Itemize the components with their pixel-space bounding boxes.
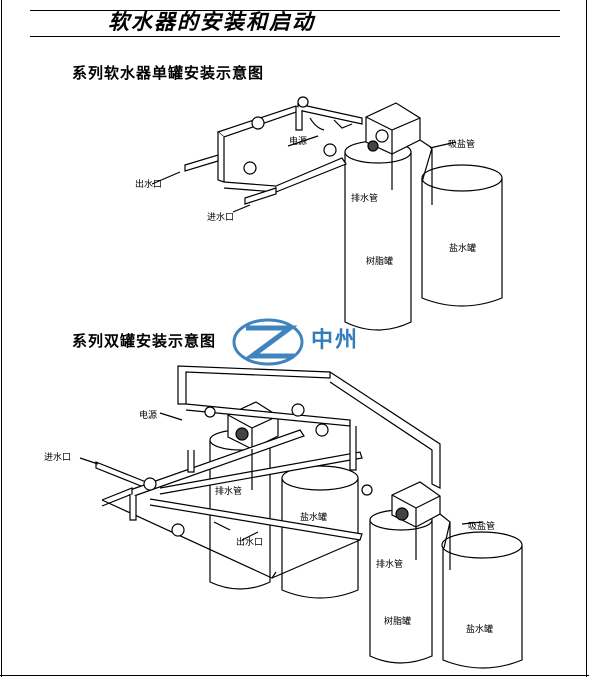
section1-title: 系列软水器单罐安装示意图	[72, 64, 265, 82]
label-brine-suction-1: 吸盐管	[448, 140, 476, 150]
label-brine-tank-right-2: 盐水罐	[466, 625, 494, 635]
header-rule-bottom	[30, 36, 560, 37]
footer-rule	[0, 675, 589, 676]
label-drain-right-2: 排水管	[376, 560, 404, 570]
label-resin-tank-2: 树脂罐	[384, 617, 412, 627]
label-inlet-2: 进水口	[44, 453, 72, 463]
brine-suction-line-2	[439, 513, 451, 570]
watermark-brand-text: 中州	[311, 328, 360, 353]
label-inlet-1: 进水口	[207, 213, 235, 223]
header-rule-top	[30, 10, 560, 11]
label-brine-tank-mid-2: 盐水罐	[300, 513, 328, 523]
single-tank-diagram	[151, 96, 503, 331]
border-left	[1, 0, 2, 677]
label-drain-1: 排水管	[351, 194, 379, 204]
border-right	[586, 0, 587, 677]
label-outlet-2: 出水口	[236, 538, 264, 548]
section2-title: 系列双罐安装示意图	[72, 332, 217, 350]
brine-tank-1	[421, 164, 503, 307]
piping-1	[184, 96, 363, 205]
label-power-1: 电源	[289, 137, 308, 147]
piping-2	[95, 403, 373, 579]
label-brine-tank-1: 盐水罐	[449, 244, 477, 254]
label-drain-left-2: 排水管	[215, 487, 243, 497]
label-outlet-1: 出水口	[135, 180, 163, 190]
resin-tank-right	[369, 509, 433, 664]
control-valve-right	[391, 481, 441, 528]
label-resin-tank-1: 树脂罐	[366, 257, 394, 267]
dual-tank-diagram	[79, 365, 523, 669]
resin-tank-1	[344, 140, 412, 331]
back-pipe-frame	[177, 365, 331, 405]
watermark-logo-icon	[232, 318, 304, 366]
label-brine-suction-2: 吸盐管	[468, 522, 496, 532]
page-title: 软水器的安装和启动	[108, 9, 315, 34]
control-valve-1	[365, 102, 421, 155]
brine-tank-right	[441, 531, 523, 669]
label-power-2: 电源	[139, 411, 158, 421]
